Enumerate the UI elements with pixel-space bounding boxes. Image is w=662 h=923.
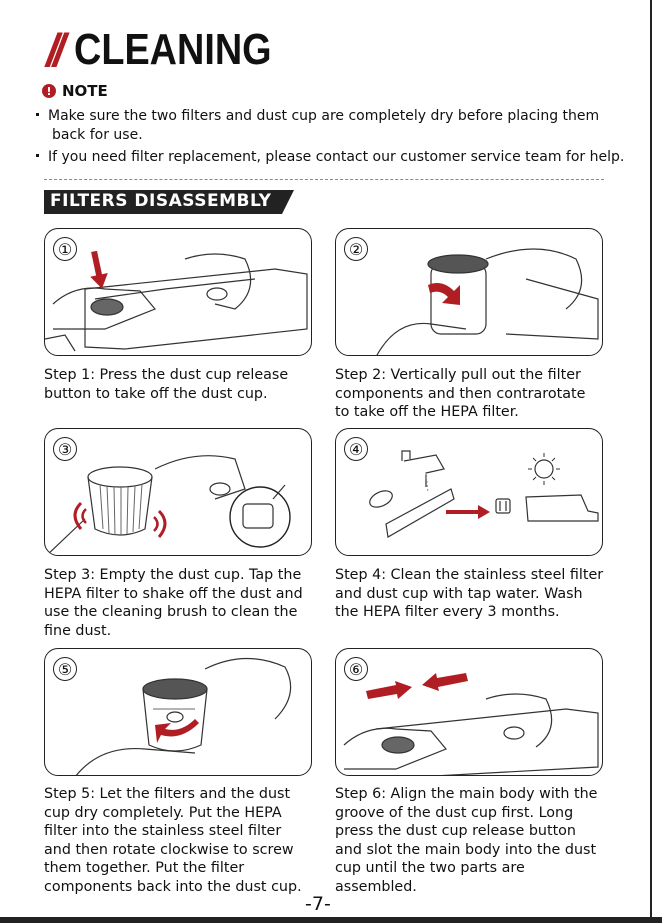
note-bullet-1: Make sure the two filters and dust cup a…	[36, 107, 646, 145]
step-line: Step 5: Let the filters and the dust	[44, 786, 291, 802]
page-edge-right	[650, 0, 662, 923]
exclamation-icon: !	[42, 84, 56, 98]
step-6-drawing	[343, 693, 599, 775]
note-bullet-1-line-1: Make sure the two filters and dust cup a…	[48, 108, 600, 124]
step-6-text: Step 6: Align the main body with the gro…	[335, 785, 615, 896]
step-line: and then rotate clockwise to screw	[44, 841, 294, 858]
step-line: to take off the HEPA filter.	[335, 404, 519, 420]
note-heading: ! NOTE	[42, 82, 108, 100]
step-number-badge: ②	[344, 237, 368, 261]
step-number-badge: ③	[53, 437, 77, 461]
note-bullet-1-line-2: back for use.	[52, 127, 143, 143]
step-line: Step 4: Clean the stainless steel filter	[335, 567, 604, 583]
step-1-drawing	[45, 253, 308, 352]
step-line: groove of the dust cup first. Long	[335, 804, 574, 821]
step-3-drawing	[46, 455, 291, 555]
step-line: them together. Put the filter	[44, 860, 245, 876]
step-line: cup until the two parts are	[335, 860, 525, 876]
step-line: and dust cup with tap water. Wash	[335, 585, 583, 602]
shake-mark-icon	[73, 501, 87, 530]
step-line: Step 6: Align the main body with the	[335, 786, 598, 802]
step-number-badge: ④	[344, 437, 368, 461]
section-banner	[44, 190, 294, 214]
step-1-illustration: ①	[44, 228, 312, 356]
step-5-text: Step 5: Let the filters and the dust cup…	[44, 785, 324, 896]
title-text: CLEANING	[73, 25, 272, 74]
section-title: FILTERS DISASSEMBLY	[50, 191, 272, 211]
step-line: fine dust.	[44, 622, 112, 639]
step-3-text: Step 3: Empty the dust cup. Tap the HEPA…	[44, 566, 324, 640]
step-line: button to take off the dust cup.	[44, 385, 268, 402]
step-1-text: Step 1: Press the dust cup release butto…	[44, 366, 324, 403]
step-line: assembled.	[335, 878, 417, 895]
step-number-badge: ①	[53, 237, 77, 261]
step-6-illustration: ⑥	[335, 648, 603, 776]
step-line: press the dust cup release button	[335, 823, 576, 839]
step-3-illustration: ③	[44, 428, 312, 556]
bullet-dot	[36, 112, 39, 116]
step-line: use the cleaning brush to clean the	[44, 604, 298, 620]
note-bullet-2-text: If you need filter replacement, please c…	[48, 149, 625, 165]
shake-mark-icon	[153, 509, 167, 538]
step-line: Step 1: Press the dust cup release	[44, 367, 289, 383]
step-line: components and then contrarotate	[335, 385, 586, 402]
step-line: the HEPA filter every 3 months.	[335, 604, 560, 620]
bullet-dot	[36, 153, 39, 157]
step-4-illustration: ④	[335, 428, 603, 556]
note-bullet-2: If you need filter replacement, please c…	[36, 148, 646, 167]
step-line: and slot the main body into the dust	[335, 841, 597, 858]
step-number-badge: ⑤	[53, 657, 77, 681]
step-line: cup dry completely. Put the HEPA	[44, 804, 282, 821]
title-slashes: //	[46, 24, 65, 76]
page-edge-bottom	[0, 917, 662, 923]
step-5-drawing	[75, 657, 292, 775]
step-4-drawing	[369, 450, 599, 538]
step-line: filter into the stainless steel filter	[44, 823, 282, 839]
arrow-left-icon	[422, 673, 468, 691]
step-line: Step 2: Vertically pull out the filter	[335, 367, 581, 383]
page-title: // CLEANING	[46, 26, 303, 74]
step-line: components back into the dust cup.	[44, 878, 302, 895]
step-line: Step 3: Empty the dust cup. Tap the	[44, 567, 302, 583]
section-heading: FILTERS DISASSEMBLY	[44, 190, 294, 214]
step-2-drawing	[376, 248, 599, 355]
step-4-text: Step 4: Clean the stainless steel filter…	[335, 566, 615, 622]
step-number-badge: ⑥	[344, 657, 368, 681]
dashed-divider	[44, 179, 604, 180]
arrow-right-icon	[366, 681, 412, 699]
step-2-illustration: ②	[335, 228, 603, 356]
step-2-text: Step 2: Vertically pull out the filter c…	[335, 366, 615, 422]
rotate-clockwise-arrow-icon	[155, 719, 199, 743]
rotate-arrow-icon	[428, 283, 460, 305]
step-5-illustration: ⑤	[44, 648, 312, 776]
arrow-down-icon	[90, 251, 108, 289]
arrow-right-icon	[446, 505, 490, 519]
step-line: HEPA filter to shake off the dust and	[44, 585, 303, 602]
note-label: NOTE	[62, 82, 108, 100]
page-number: -7-	[305, 893, 331, 915]
